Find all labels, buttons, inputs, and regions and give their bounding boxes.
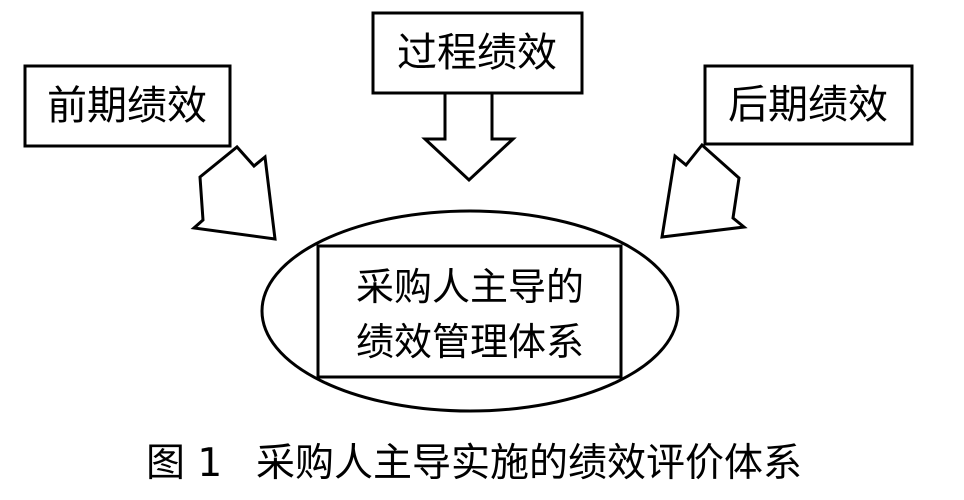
late-performance-box: 后期绩效 (703, 64, 914, 146)
figure-number: 图 1 (146, 441, 222, 486)
management-system-line1: 采购人主导的 (356, 265, 584, 309)
left-down-arrow-icon (190, 144, 277, 241)
late-performance-label: 后期绩效 (728, 82, 888, 128)
right-down-arrow-icon (660, 142, 748, 239)
figure-caption: 采购人主导实施的绩效评价体系 (256, 441, 802, 486)
process-performance-box: 过程绩效 (371, 11, 584, 95)
center-down-arrow-icon (421, 91, 517, 183)
process-performance-label: 过程绩效 (397, 30, 557, 76)
early-performance-box: 前期绩效 (23, 64, 232, 148)
management-system-line2: 绩效管理体系 (356, 320, 584, 364)
early-performance-label: 前期绩效 (47, 83, 207, 129)
management-system-box (316, 244, 623, 379)
